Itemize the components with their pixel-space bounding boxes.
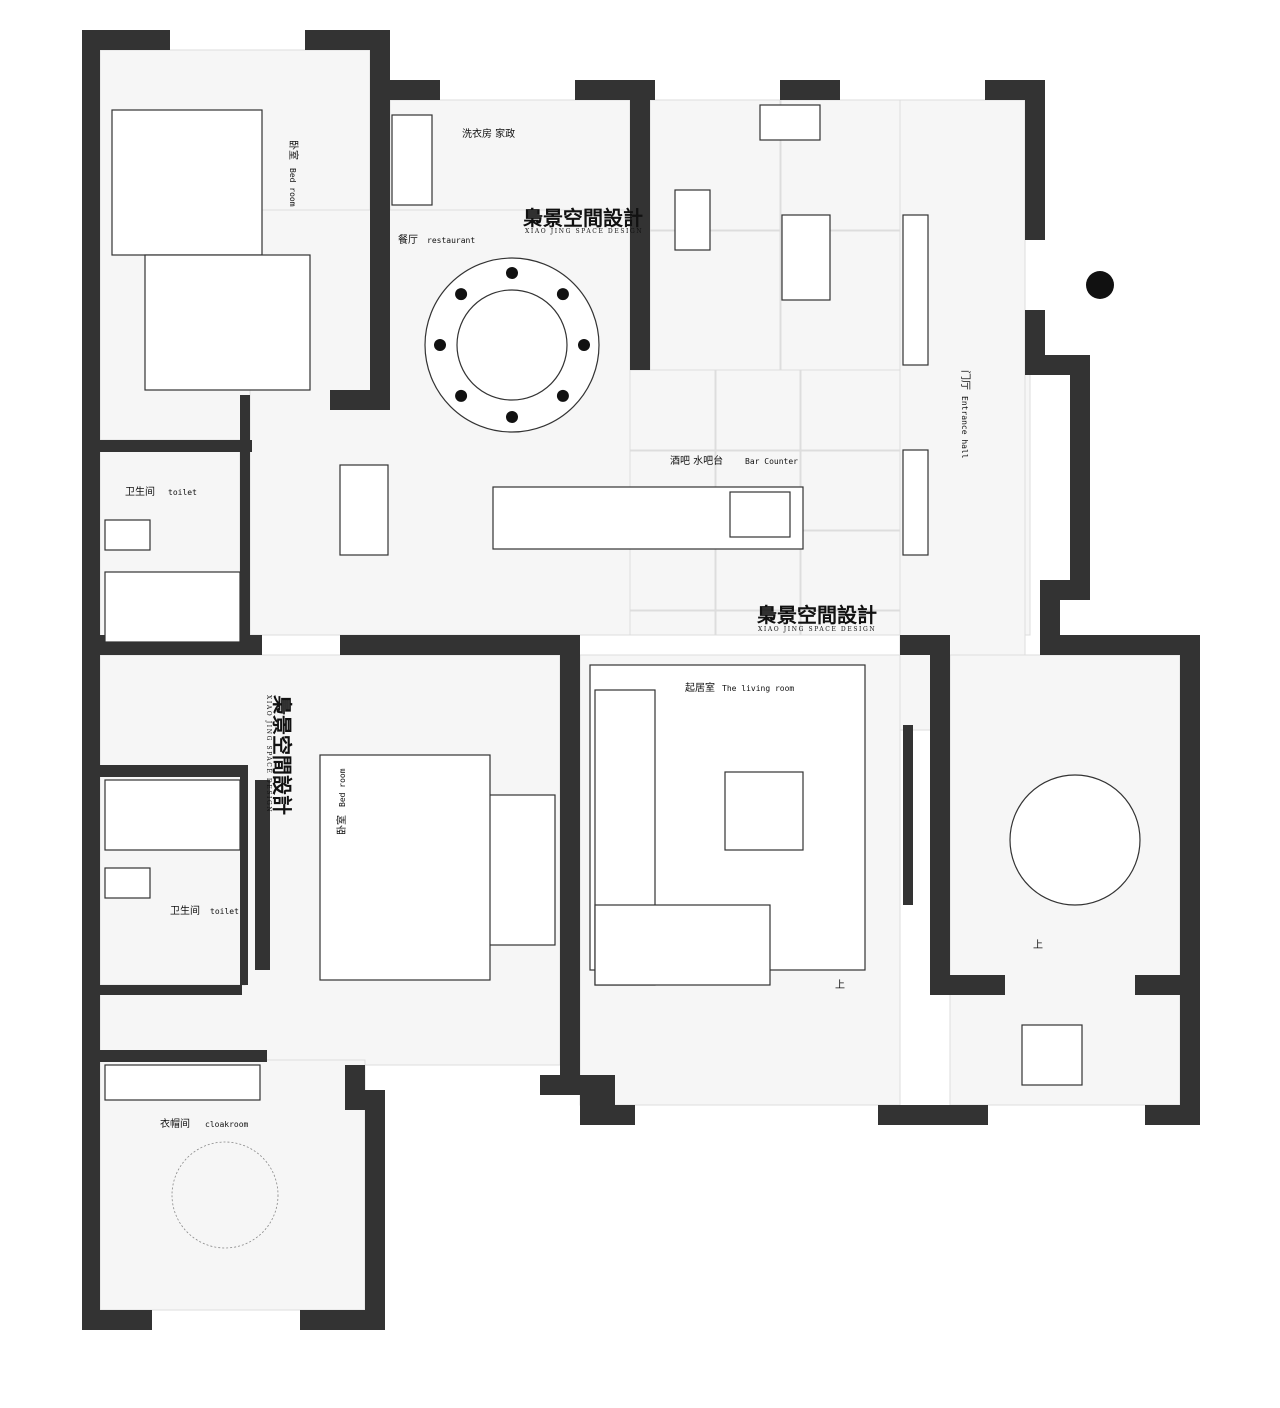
bathroom-fixture <box>104 571 241 643</box>
dining-chair <box>506 411 518 423</box>
label-toilet-bottom-en: toilet <box>210 907 239 916</box>
furniture <box>104 104 1141 1249</box>
wall-segment <box>1025 80 1045 240</box>
furniture-piece <box>319 754 491 981</box>
wall-segment <box>365 1100 385 1330</box>
stairs-up-label-living: 上 <box>835 979 845 991</box>
cabinet <box>902 214 929 366</box>
watermark-en-dining: XIAO JING SPACE DESIGN <box>525 228 643 235</box>
cloakroom-rug <box>171 1141 279 1249</box>
wall-segment <box>240 395 250 635</box>
side-table <box>1009 774 1141 906</box>
wall-segment <box>300 1310 385 1330</box>
label-dining-cn: 餐厅 <box>398 233 418 246</box>
wall-segment <box>330 390 390 410</box>
label-entrance-cn: 门厅 <box>959 370 972 390</box>
wall-segment <box>82 30 170 50</box>
dining-chair <box>455 288 468 301</box>
floor-area <box>899 99 1026 731</box>
wall-segment <box>82 765 247 777</box>
label-cloakroom-en: cloakroom <box>205 1120 249 1129</box>
watermark-cn-bedroom: 梟景空間設計 <box>270 694 294 815</box>
wall-segment <box>600 1105 635 1125</box>
wall-segment <box>930 635 950 975</box>
wall-segment <box>82 985 242 995</box>
dining-chair <box>556 288 569 301</box>
wall-segment <box>1040 635 1200 655</box>
wall-segment <box>878 1105 988 1125</box>
wall-segment <box>240 765 248 985</box>
walls <box>82 30 1200 1330</box>
cabinet <box>781 214 831 301</box>
wall-segment <box>82 440 252 452</box>
wall-segment <box>1070 355 1090 600</box>
tile-line <box>629 449 901 452</box>
label-bedroom-mid-cn: 卧室 <box>335 815 348 835</box>
stairs-up-label-right: 上 <box>1033 939 1043 951</box>
bed <box>111 109 263 256</box>
cabinet <box>674 189 711 251</box>
wall-segment <box>930 975 1005 995</box>
cabinet <box>339 464 389 556</box>
wall-segment <box>903 725 913 905</box>
dining-chair <box>434 339 446 351</box>
tile-line <box>629 609 901 612</box>
label-bedroom-top-en: Bed room <box>288 168 297 207</box>
floor-areas <box>99 49 1181 1311</box>
label-bedroom-mid-en: Bed room <box>338 768 347 807</box>
label-living-en: The living room <box>722 684 794 693</box>
cabinet <box>759 104 821 141</box>
label-entrance-en: Entrance hall <box>960 396 969 459</box>
bed <box>144 254 311 391</box>
watermark-cn-dining: 梟景空間設計 <box>522 206 643 230</box>
label-dining-en: restaurant <box>427 236 475 245</box>
label-laundry: 洗衣房 家政 <box>462 127 515 140</box>
label-toilet-bottom-cn: 卫生间 <box>170 904 200 917</box>
wall-segment <box>1180 635 1200 1125</box>
furniture-piece <box>104 1064 261 1101</box>
watermark-cn-bar: 梟景空間設計 <box>756 603 877 627</box>
bar-counter <box>729 491 791 538</box>
label-cloakroom-cn: 衣帽间 <box>160 1117 190 1130</box>
room-labels: 卧室 Bed room 洗衣房 家政 餐厅 restaurant 卫生间 toi… <box>125 127 1043 1130</box>
wall-segment <box>82 30 100 1330</box>
label-toilet-top-en: toilet <box>168 488 197 497</box>
bathroom-fixture <box>104 867 151 899</box>
dining-chair <box>455 389 468 402</box>
wall-segment <box>560 635 580 1095</box>
wall-segment <box>1135 975 1200 995</box>
wall-segment <box>82 1310 152 1330</box>
person-figure <box>1086 271 1114 299</box>
floor-area <box>99 1059 366 1311</box>
cabinet <box>391 114 433 206</box>
label-living-cn: 起居室 <box>685 681 715 694</box>
sofa <box>594 904 771 986</box>
watermark-logos: 梟景空間設計 XIAO JING SPACE DESIGN 梟景空間設計 XIA… <box>265 206 877 815</box>
dining-chair <box>506 267 518 279</box>
cabinet <box>902 449 929 556</box>
watermark-en-bedroom: XIAO JING SPACE DESIGN <box>265 695 272 813</box>
wall-segment <box>1025 310 1045 375</box>
label-bar-cn: 酒吧 水吧台 <box>670 454 723 467</box>
wall-segment <box>340 635 580 655</box>
label-bedroom-top-cn: 卧室 <box>287 140 300 160</box>
wall-segment <box>630 80 650 370</box>
label-toilet-top-cn: 卫生间 <box>125 485 155 498</box>
wall-segment <box>345 1065 365 1110</box>
dining-chair <box>578 339 590 351</box>
furniture-piece <box>1021 1024 1083 1086</box>
label-bar-en: Bar Counter <box>745 457 798 466</box>
wall-segment <box>305 30 390 50</box>
wall-segment <box>82 1050 267 1062</box>
coffee-table <box>724 771 804 851</box>
wall-segment <box>255 780 270 970</box>
wall-segment <box>370 30 390 410</box>
round-table <box>456 289 568 401</box>
watermark-en-bar: XIAO JING SPACE DESIGN <box>758 626 876 633</box>
bathroom-fixture <box>104 779 241 851</box>
dining-chair <box>556 389 569 402</box>
wall-segment <box>985 80 1045 100</box>
wall-segment <box>780 80 840 100</box>
bathroom-fixture <box>104 519 151 551</box>
